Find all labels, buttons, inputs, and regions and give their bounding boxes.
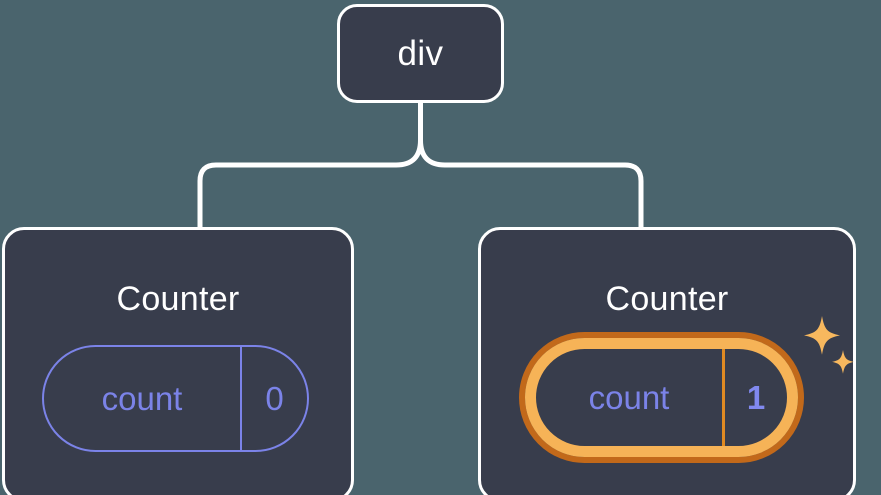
state-pill-left-wrapper: count 0 (42, 345, 309, 452)
edge-root-to-left (197, 100, 423, 231)
state-pill-right-ring: count 1 (525, 338, 798, 457)
state-value-right: 1 (746, 378, 766, 416)
state-key-left: count (44, 347, 242, 450)
node-div-label: div (397, 34, 444, 73)
state-pill-right-wrapper: count 1 (519, 332, 804, 463)
state-value-left: 0 (265, 379, 284, 417)
node-div[interactable]: div (337, 4, 504, 103)
state-key-right: count (536, 349, 725, 446)
node-counter-right-label: Counter (605, 280, 729, 318)
state-pill-count-right[interactable]: count 1 (519, 332, 804, 463)
edge-root-to-right (418, 100, 644, 231)
state-pill-count-left[interactable]: count 0 (42, 345, 309, 452)
node-counter-left-label: Counter (116, 280, 240, 318)
